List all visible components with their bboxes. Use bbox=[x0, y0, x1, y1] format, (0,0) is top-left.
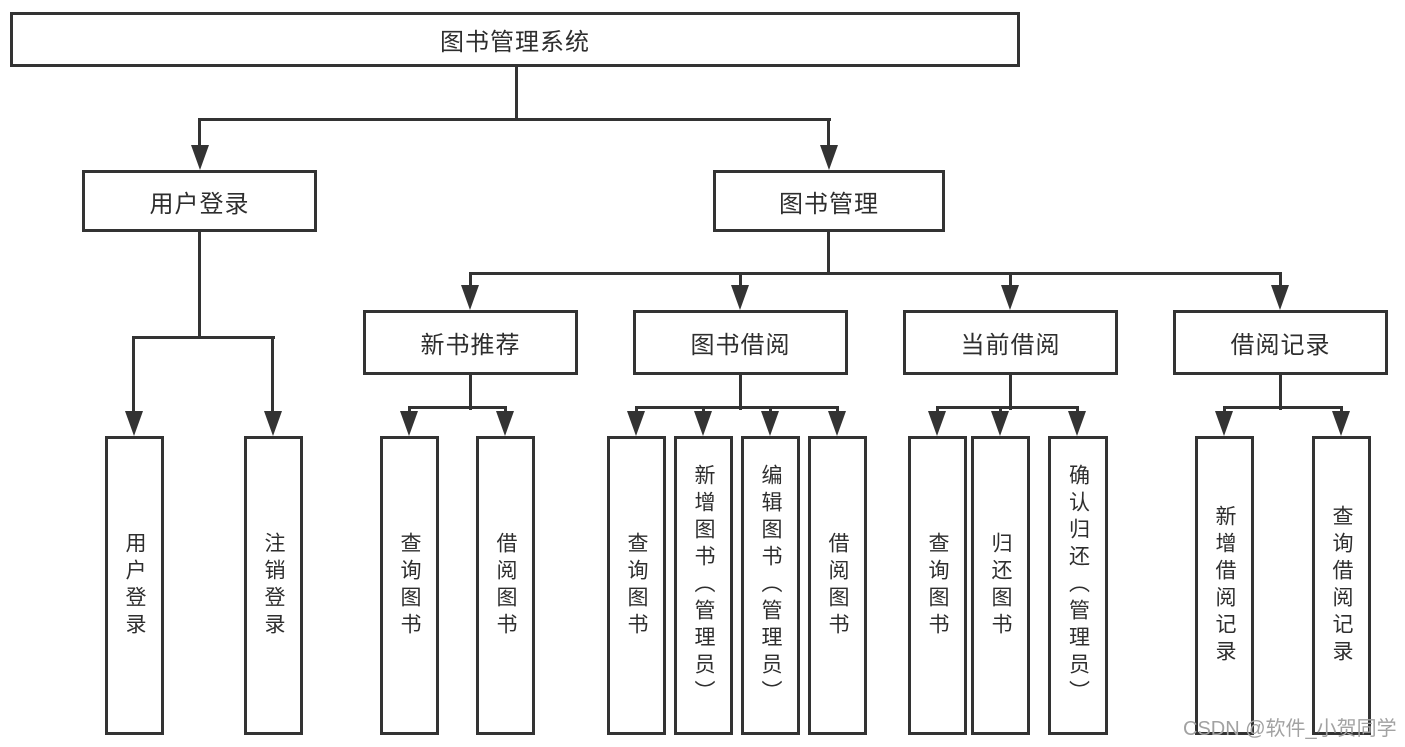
node-borrow-records: 借阅记录 bbox=[1173, 310, 1388, 375]
connector-drop bbox=[836, 406, 839, 414]
node-query-books-recommend: 查询图书 bbox=[380, 436, 439, 735]
connector-group-rail bbox=[936, 406, 1079, 409]
connector-group-rail bbox=[408, 406, 507, 409]
arrowhead bbox=[1215, 411, 1233, 436]
node-query-books-current: 查询图书 bbox=[908, 436, 967, 735]
connector-login-rail bbox=[132, 336, 275, 339]
arrowhead bbox=[694, 411, 712, 436]
connector-drop bbox=[1223, 406, 1226, 414]
connector-group-stem bbox=[739, 375, 742, 410]
connector-drop bbox=[132, 336, 135, 415]
arrowhead bbox=[1271, 285, 1289, 310]
node-root: 图书管理系统 bbox=[10, 12, 1020, 67]
arrowhead bbox=[461, 285, 479, 310]
csdn-watermark: CSDN @软件_小贺同学 bbox=[1183, 718, 1397, 740]
arrowhead bbox=[928, 411, 946, 436]
node-query-books-borrow: 查询图书 bbox=[607, 436, 666, 735]
connector-drop bbox=[1009, 272, 1012, 290]
node-query-borrow-record: 查询借阅记录 bbox=[1312, 436, 1371, 735]
connector-group-stem bbox=[1009, 375, 1012, 410]
connector-drop bbox=[1279, 272, 1282, 290]
connector-drop bbox=[504, 406, 507, 414]
node-new-book-recommend: 新书推荐 bbox=[363, 310, 578, 375]
arrowhead bbox=[761, 411, 779, 436]
arrowhead bbox=[991, 411, 1009, 436]
node-borrow-books-leaf: 借阅图书 bbox=[808, 436, 867, 735]
arrowhead bbox=[496, 411, 514, 436]
arrowhead bbox=[1332, 411, 1350, 436]
node-borrow-books-recommend: 借阅图书 bbox=[476, 436, 535, 735]
node-return-book: 归还图书 bbox=[971, 436, 1030, 735]
connector-drop bbox=[769, 406, 772, 414]
connector-mgmt-stem bbox=[827, 232, 830, 275]
node-current-borrow: 当前借阅 bbox=[903, 310, 1118, 375]
connector-group-stem bbox=[469, 375, 472, 410]
connector-group-stem bbox=[1279, 375, 1282, 410]
connector-drop bbox=[1076, 406, 1079, 414]
connector-drop bbox=[271, 336, 274, 415]
connector-login-stem bbox=[198, 232, 201, 339]
node-user-login: 用户登录 bbox=[82, 170, 317, 232]
arrowhead bbox=[820, 145, 838, 170]
node-user-login-leaf: 用户登录 bbox=[105, 436, 164, 735]
connector-group-rail bbox=[1223, 406, 1343, 409]
connector-drop bbox=[702, 406, 705, 414]
node-confirm-return-admin: 确认归还（管理员） bbox=[1048, 436, 1108, 735]
connector-level2-rail bbox=[469, 272, 1282, 275]
connector-drop bbox=[999, 406, 1002, 414]
arrowhead bbox=[191, 145, 209, 170]
node-add-book-admin: 新增图书（管理员） bbox=[674, 436, 733, 735]
connector-drop bbox=[469, 272, 472, 290]
connector-level1-rail bbox=[198, 118, 831, 121]
connector-drop bbox=[635, 406, 638, 414]
connector-drop bbox=[827, 118, 830, 150]
node-logout-leaf: 注销登录 bbox=[244, 436, 303, 735]
arrowhead bbox=[627, 411, 645, 436]
connector-drop bbox=[1340, 406, 1343, 414]
connector-root-stem bbox=[515, 67, 518, 121]
connector-group-rail bbox=[635, 406, 839, 409]
connector-drop bbox=[198, 118, 201, 150]
node-book-borrow: 图书借阅 bbox=[633, 310, 848, 375]
connector-drop bbox=[739, 272, 742, 290]
node-book-management: 图书管理 bbox=[713, 170, 945, 232]
connector-drop bbox=[936, 406, 939, 414]
arrowhead bbox=[1001, 285, 1019, 310]
arrowhead bbox=[264, 411, 282, 436]
arrowhead bbox=[731, 285, 749, 310]
node-add-borrow-record: 新增借阅记录 bbox=[1195, 436, 1254, 735]
arrowhead bbox=[828, 411, 846, 436]
arrowhead bbox=[400, 411, 418, 436]
connector-drop bbox=[408, 406, 411, 414]
arrowhead bbox=[125, 411, 143, 436]
node-edit-book-admin: 编辑图书（管理员） bbox=[741, 436, 800, 735]
arrowhead bbox=[1068, 411, 1086, 436]
